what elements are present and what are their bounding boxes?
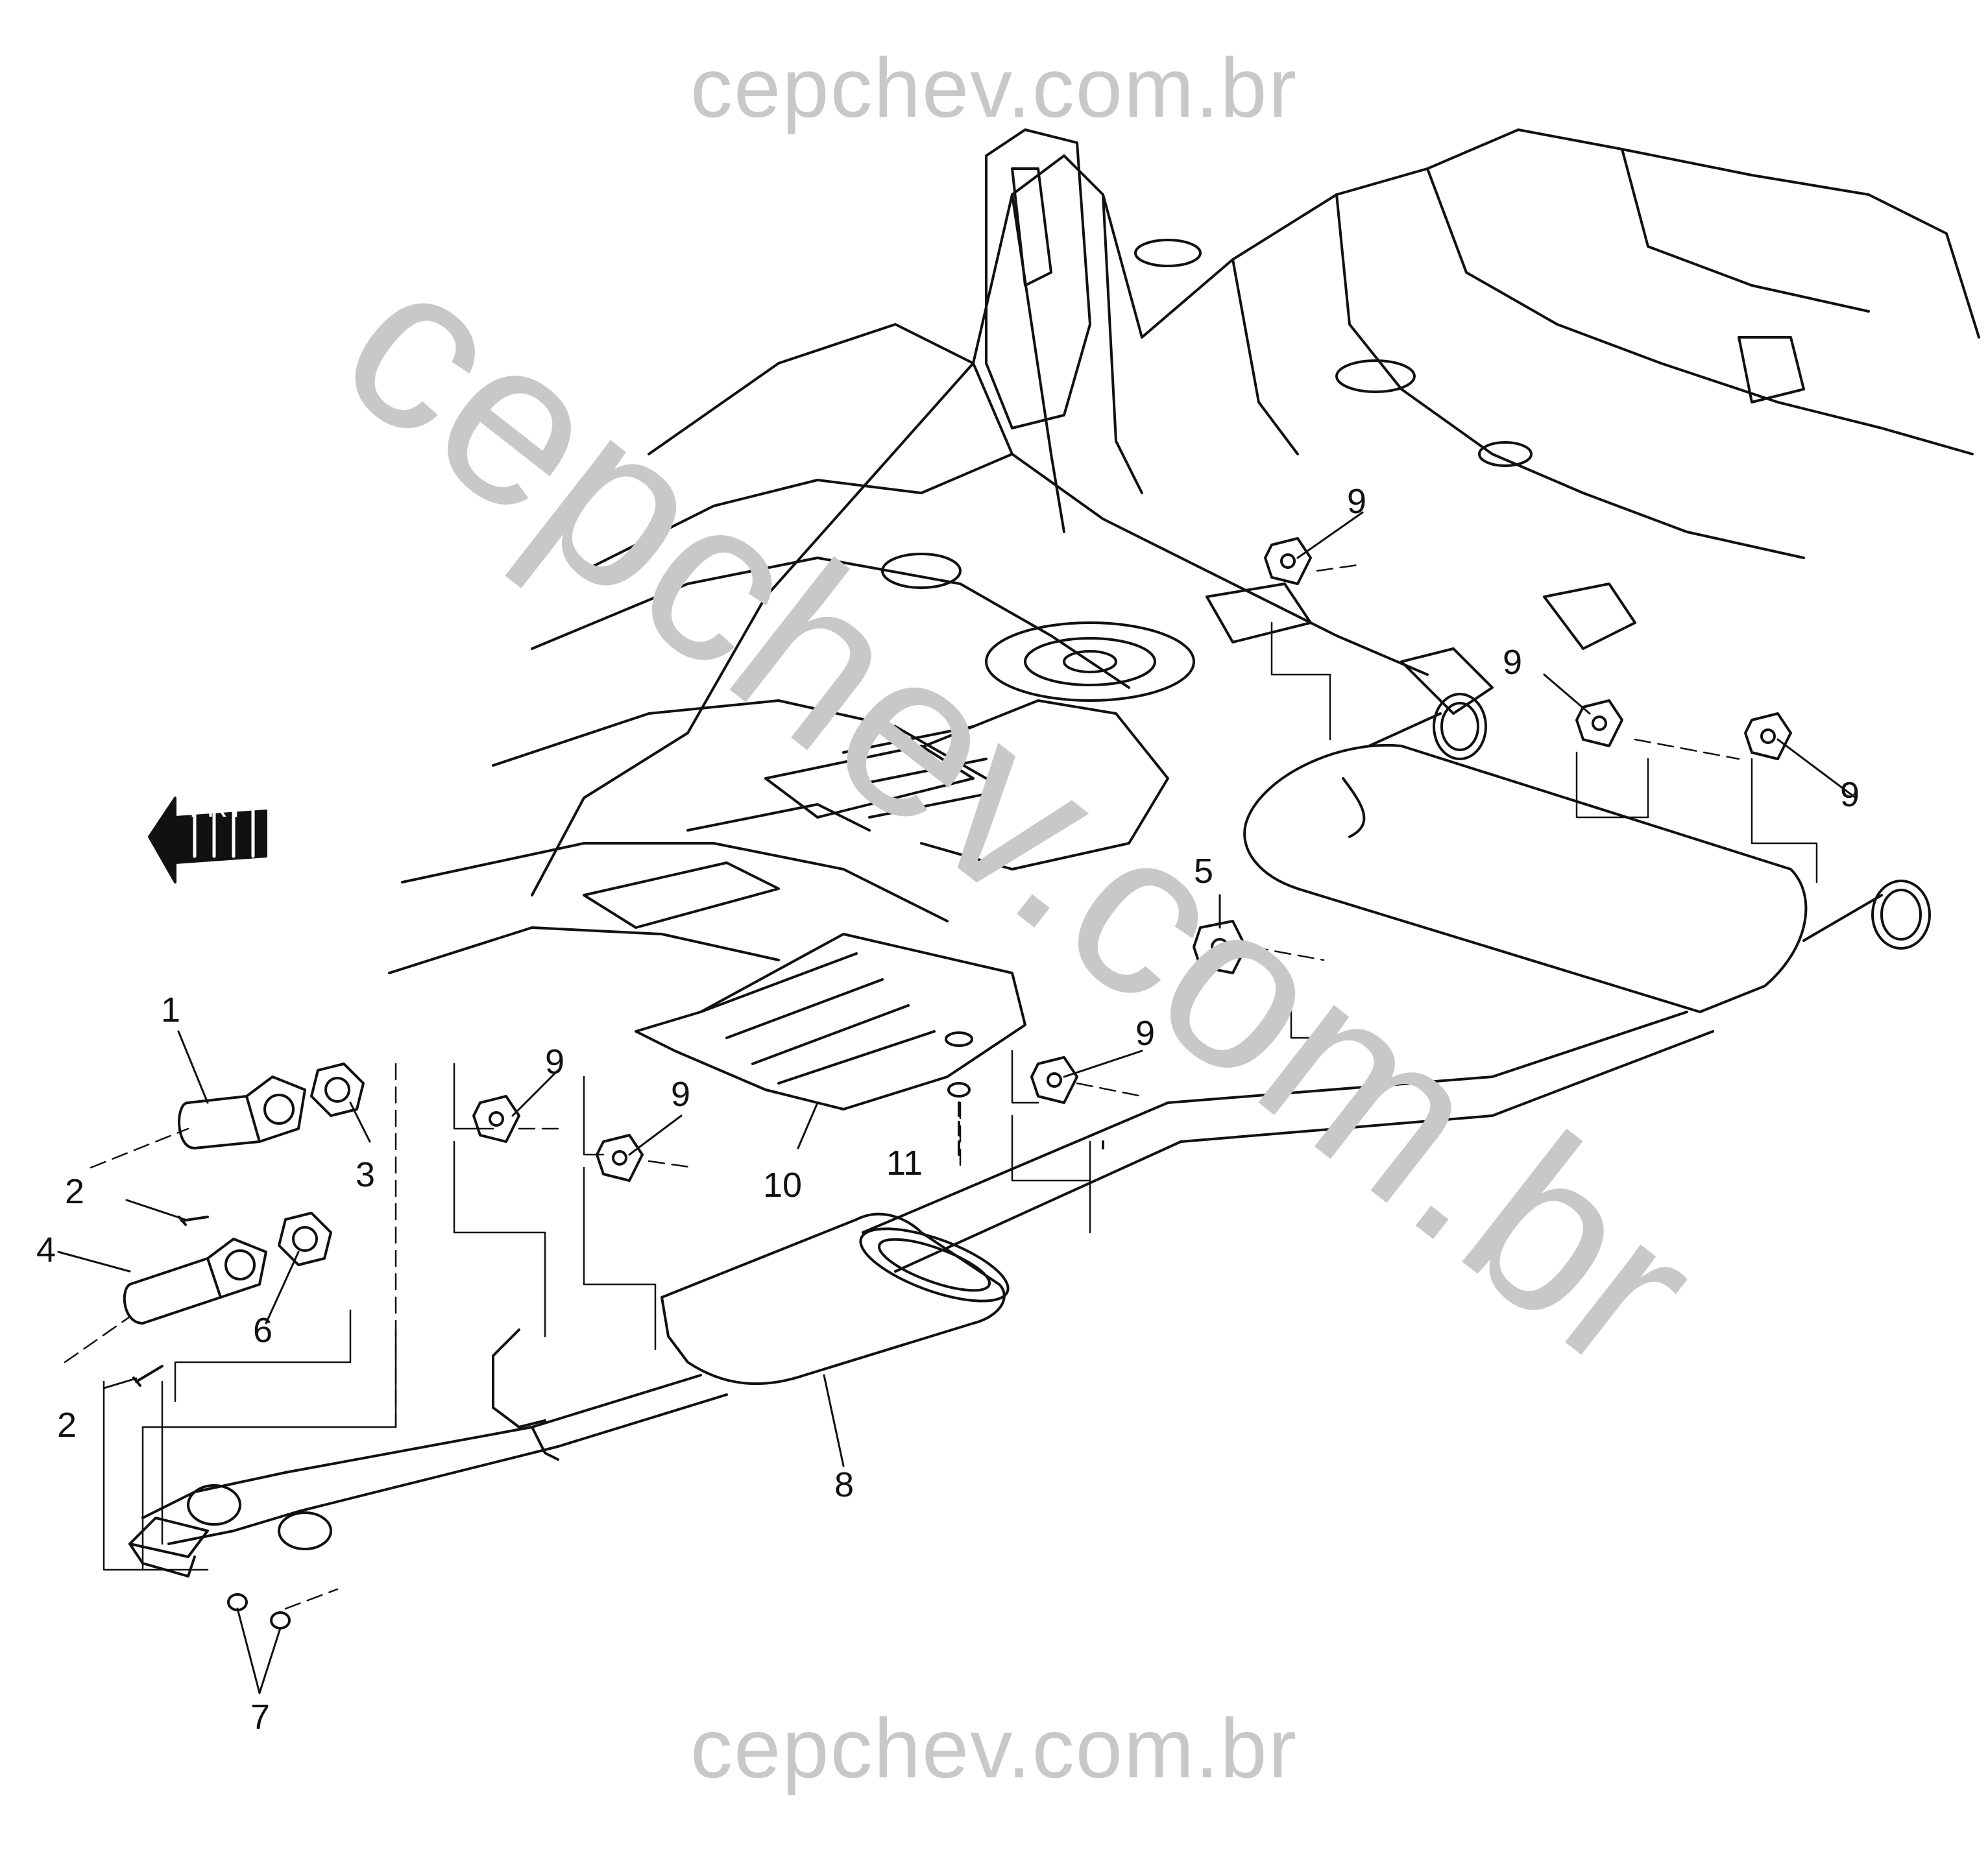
stud-2b [132, 1365, 164, 1387]
heat-shield-10 [635, 933, 1026, 1111]
callout-9-right: 9 [1840, 775, 1860, 814]
insulator-9-d [1030, 1056, 1078, 1104]
callout-5: 5 [1194, 852, 1214, 891]
gasket-3 [310, 1063, 365, 1117]
intermediate-pipe [862, 1011, 1714, 1273]
callout-9-top: 9 [1347, 482, 1367, 521]
insulator-9-c [1744, 712, 1792, 760]
callout-4: 4 [36, 1231, 56, 1269]
nut-11 [947, 1082, 971, 1162]
callout-7: 7 [250, 1698, 271, 1736]
callout-2-upper: 2 [65, 1172, 85, 1211]
front-pipe [128, 1328, 728, 1578]
front-muffler-8 [661, 1212, 1010, 1386]
vehicle-underbody [388, 128, 1980, 974]
callout-9-left-a: 9 [545, 1042, 565, 1081]
rear-muffler [1243, 693, 1931, 1013]
insulator-9-a [1264, 537, 1312, 585]
callout-2-lower: 2 [57, 1406, 77, 1445]
callout-10: 10 [763, 1166, 803, 1205]
callout-9-left-b: 9 [671, 1075, 691, 1114]
manifold-pipe-1 [178, 1075, 306, 1149]
manifold-pipe-4 [123, 1238, 267, 1325]
front-direction-arrow [148, 797, 267, 883]
callout-3: 3 [356, 1155, 376, 1194]
callout-1: 1 [161, 991, 181, 1029]
callout-11: 11 [886, 1144, 923, 1183]
gasket-6 [278, 1212, 332, 1266]
insulator-5 [1193, 920, 1247, 974]
watermark-bottom: cepchev.com.br [690, 1701, 1298, 1796]
watermark-top: cepchev.com.br [690, 40, 1298, 135]
insulator-9-f [596, 1134, 644, 1182]
callout-8: 8 [834, 1465, 855, 1504]
callout-9-mid: 9 [1503, 643, 1523, 682]
callout-6: 6 [253, 1311, 273, 1350]
front-label: FRT [189, 791, 245, 823]
insulator-9-e [472, 1095, 520, 1143]
insulator-9-b [1575, 699, 1623, 747]
callout-9-center: 9 [1135, 1014, 1156, 1053]
